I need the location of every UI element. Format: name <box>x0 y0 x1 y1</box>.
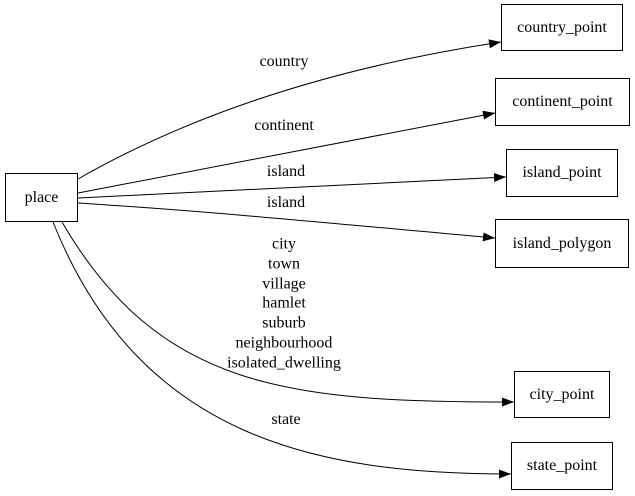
edge-label-state: state <box>271 411 301 429</box>
node-island-point-label: island_point <box>522 164 602 181</box>
node-island-polygon: island_polygon <box>495 219 629 268</box>
edge-place-island-polygon <box>77 202 496 242</box>
node-island-point: island_point <box>506 149 618 197</box>
node-place: place <box>5 173 78 222</box>
edge-label-city-group: city town village hamlet suburb neighbou… <box>227 235 341 372</box>
edge-label-continent: continent <box>254 117 314 135</box>
edge-place-state-point <box>52 221 512 479</box>
edge-place-country-point <box>77 39 502 180</box>
node-state-point: state_point <box>511 442 613 490</box>
node-city-point-label: city_point <box>529 385 595 403</box>
edge-label-island-polygon: island <box>266 194 306 212</box>
node-place-label: place <box>24 188 59 206</box>
node-city-point: city_point <box>514 371 610 418</box>
node-country-point: country_point <box>501 4 623 51</box>
edge-place-island-point <box>77 173 507 199</box>
edge-label-country: country <box>259 53 309 71</box>
node-continent-point: continent_point <box>495 78 630 126</box>
node-country-point-label: country_point <box>517 18 607 36</box>
node-continent-point-label: continent_point <box>512 93 613 110</box>
edge-label-island-point: island <box>266 163 306 181</box>
edge-place-city-point <box>61 221 515 407</box>
node-state-point-label: state_point <box>526 457 598 474</box>
node-island-polygon-label: island_polygon <box>512 234 612 252</box>
